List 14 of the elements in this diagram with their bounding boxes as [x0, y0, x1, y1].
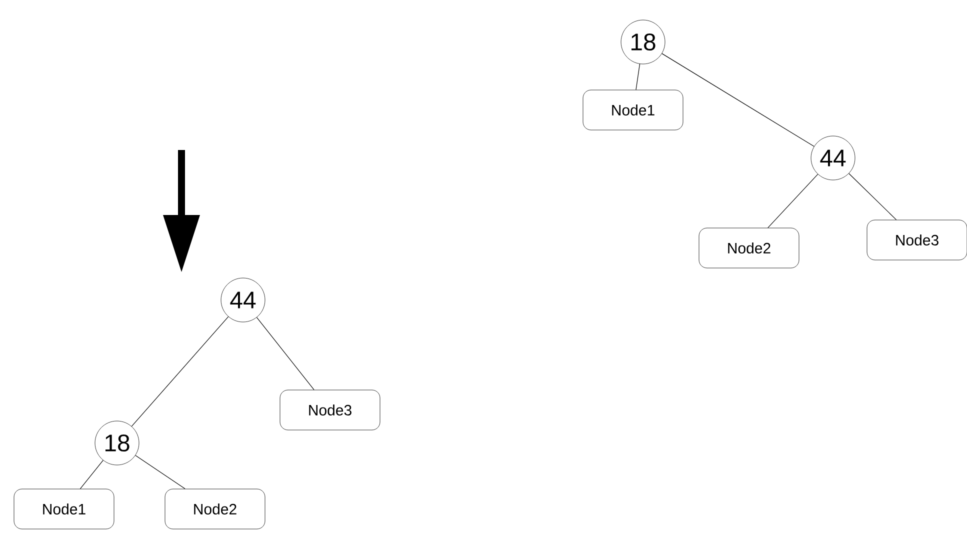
node-box: Node3 — [280, 390, 380, 430]
edge-line — [848, 173, 897, 220]
node-box: Node2 — [698, 228, 800, 268]
edge-line — [80, 460, 104, 490]
node-box: Node2 — [164, 488, 266, 530]
edge-line — [768, 174, 818, 228]
edge-line — [131, 316, 229, 427]
edge-line — [636, 64, 640, 90]
node-box: Node1 — [14, 488, 114, 530]
node-box: Node3 — [866, 220, 967, 260]
node-box: Node1 — [582, 90, 684, 130]
edge-line — [256, 317, 314, 390]
edge-line — [135, 455, 186, 490]
edge-line — [662, 53, 814, 147]
